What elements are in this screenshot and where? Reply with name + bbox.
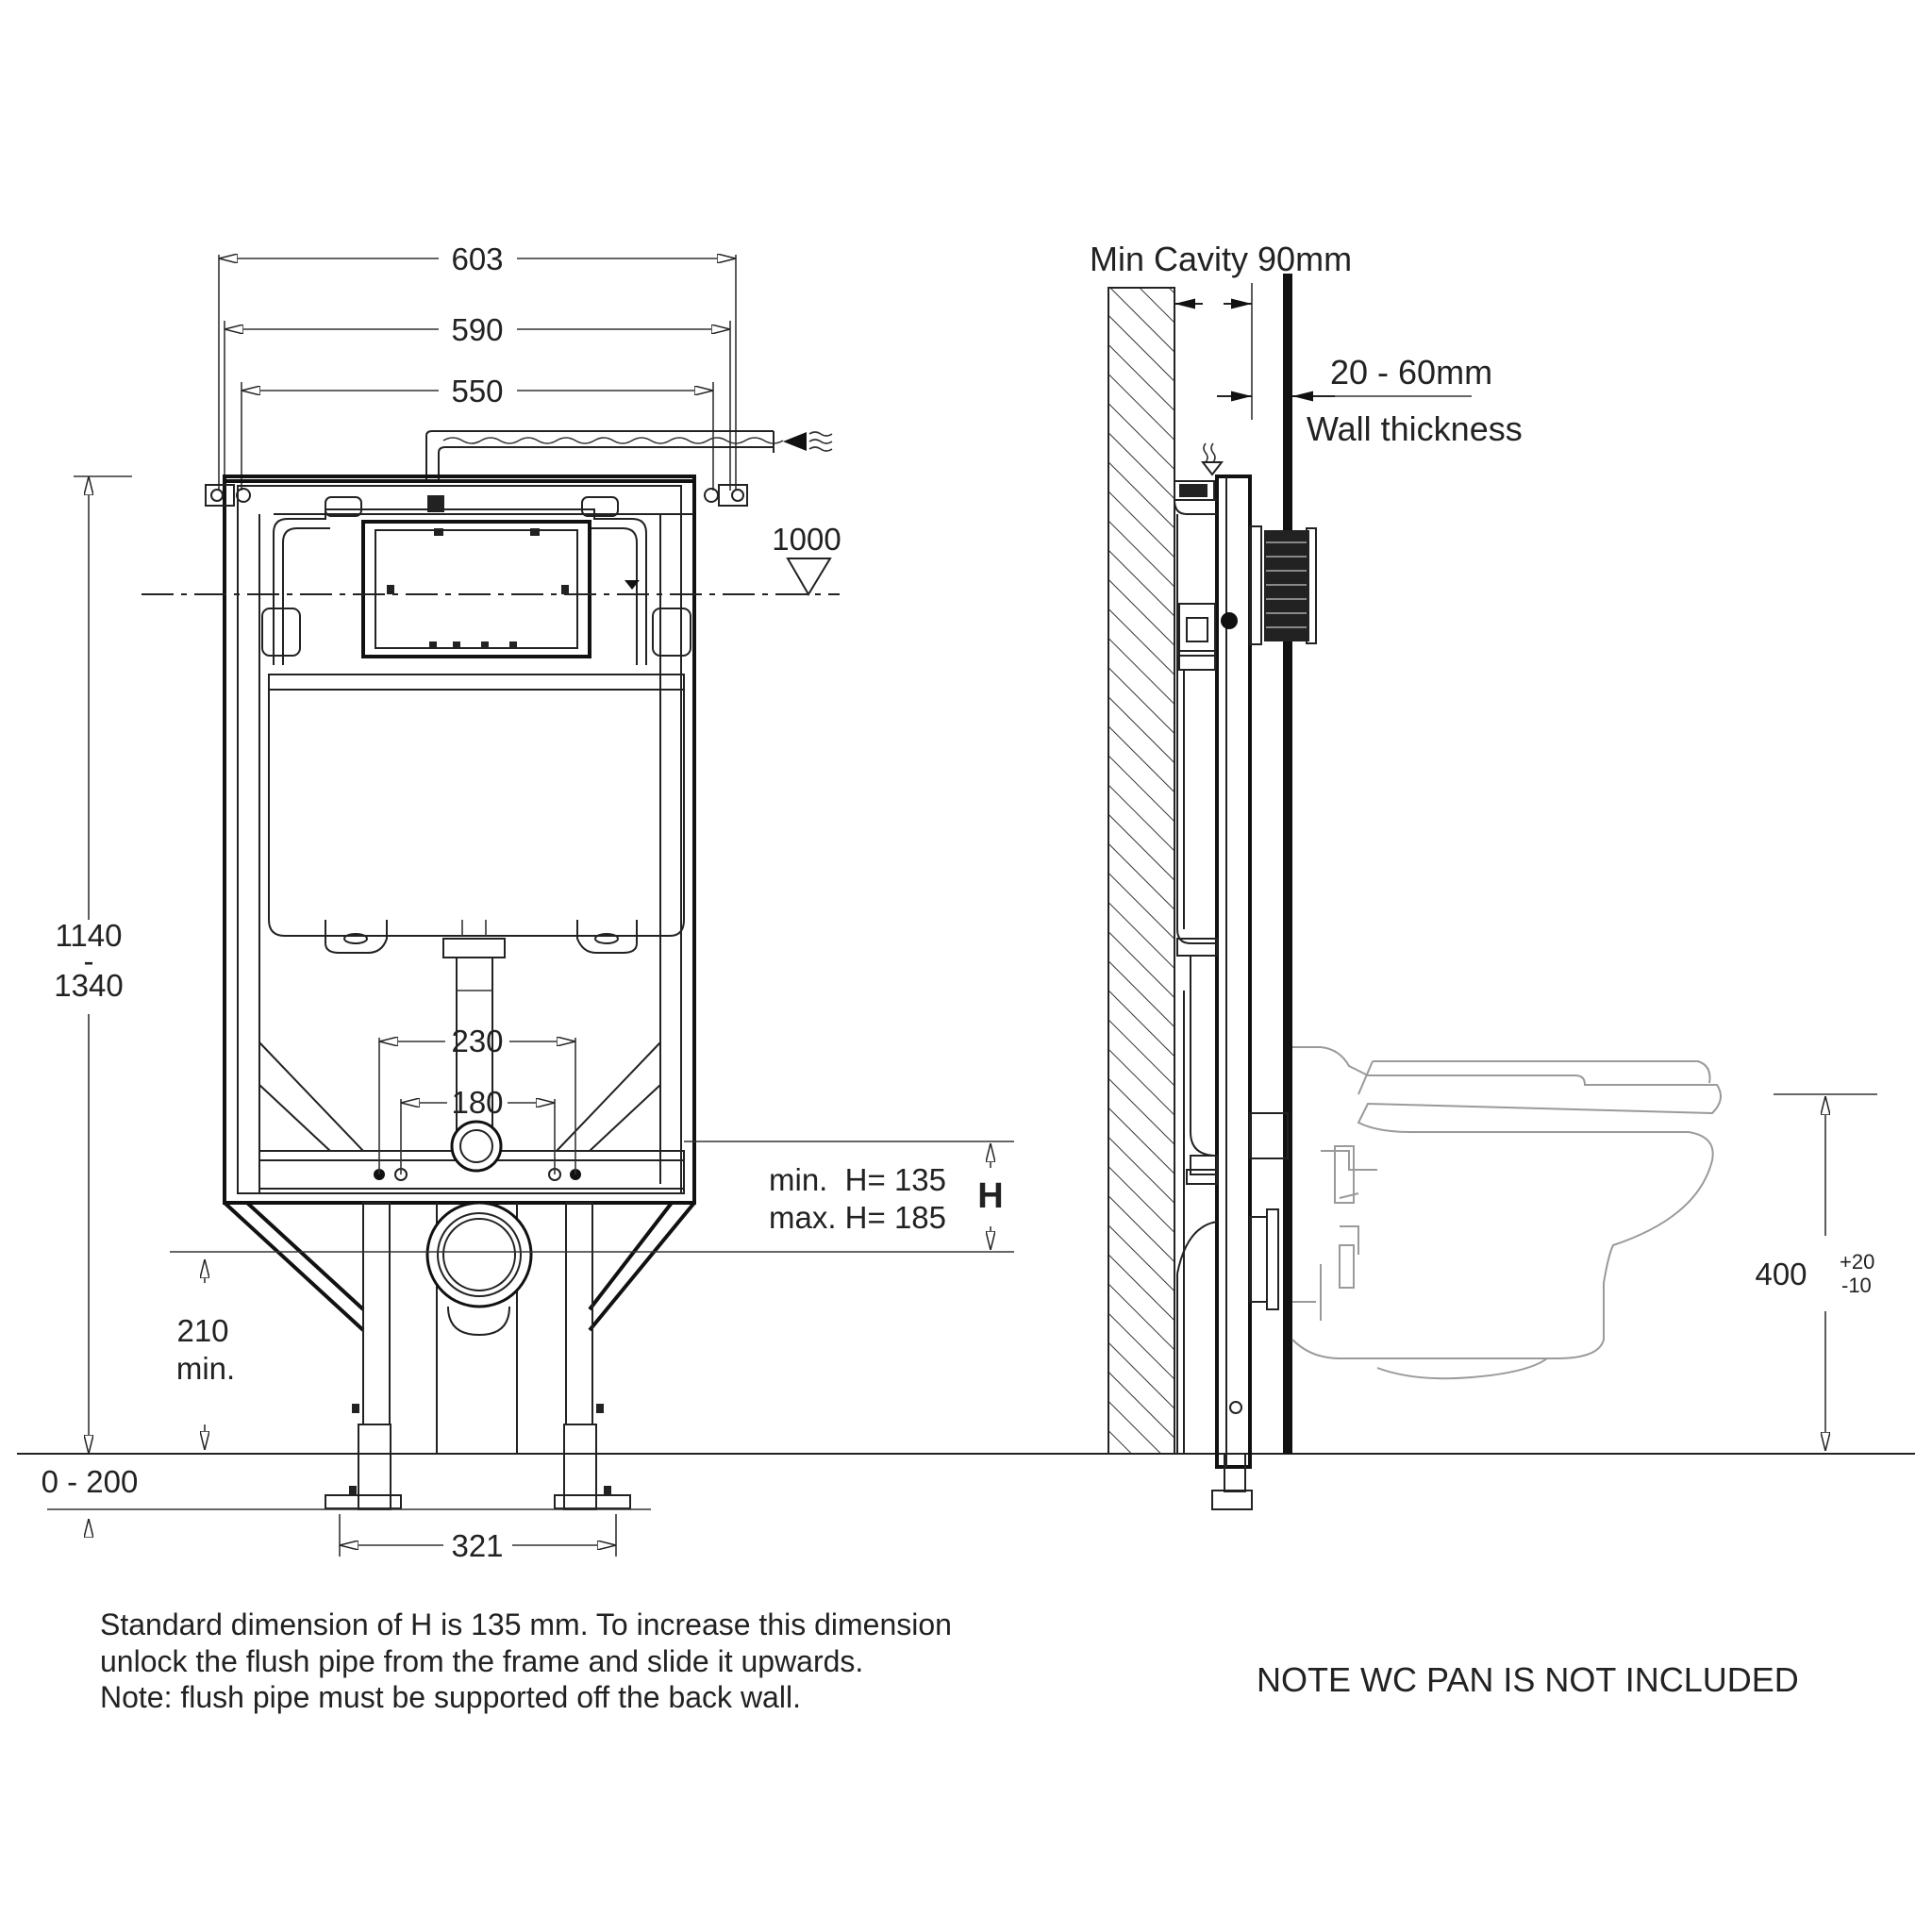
height-range-bottom: 1340 <box>54 968 123 1003</box>
wc-pan <box>1291 1046 1722 1380</box>
dim-230-label: 230 <box>451 1024 503 1058</box>
dimension-550: 550 <box>241 374 714 491</box>
height-range-sep: - <box>84 943 94 978</box>
dim-590-label: 590 <box>451 312 503 347</box>
front-frame <box>205 475 748 1510</box>
dimension-400: 400 +20 -10 <box>1755 1093 1877 1451</box>
note-line-2: unlock the flush pipe from the frame and… <box>100 1644 863 1678</box>
dim-550-label: 550 <box>451 374 503 408</box>
dimension-230: 230 <box>378 1024 576 1174</box>
note-line-1: Standard dimension of H is 135 mm. To in… <box>100 1607 952 1641</box>
dimension-180: 180 <box>400 1085 556 1174</box>
min-h-label: min. H= 135 <box>769 1162 946 1197</box>
pan-tolerance-minus: -10 <box>1841 1274 1872 1297</box>
min-210-value: 210 <box>176 1313 228 1348</box>
notes: Standard dimension of H is 135 mm. To in… <box>100 1607 1799 1714</box>
level-1000: 1000 <box>142 522 841 596</box>
dimension-590: 590 <box>224 312 731 491</box>
dimension-603: 603 <box>218 242 737 491</box>
floor-range-label: 0 - 200 <box>42 1464 139 1499</box>
water-supply-hose <box>425 430 833 481</box>
dim-180-label: 180 <box>451 1085 503 1120</box>
dimension-321: 321 <box>339 1514 617 1563</box>
pan-tolerance-plus: +20 <box>1840 1250 1874 1274</box>
dimension-wall-thickness: 20 - 60mm Wall thickness <box>1217 353 1523 448</box>
dimension-floor-range: 0 - 200 <box>42 1464 651 1538</box>
back-wall <box>1108 287 1175 1455</box>
min-210-label: min. <box>176 1351 235 1386</box>
dimension-210-min: 210 min. <box>176 1259 235 1450</box>
height-range-top: 1140 <box>56 918 123 953</box>
front-view: 603 590 550 <box>42 242 1014 1563</box>
cavity-label: Min Cavity 90mm <box>1090 240 1352 278</box>
pan-height-label: 400 <box>1755 1257 1807 1291</box>
wall-range-label: 20 - 60mm <box>1330 353 1492 391</box>
side-frame <box>1174 442 1317 1510</box>
note-line-3: Note: flush pipe must be supported off t… <box>100 1680 801 1714</box>
max-h-label: max. H= 185 <box>769 1200 946 1235</box>
pan-not-included-note: NOTE WC PAN IS NOT INCLUDED <box>1257 1660 1799 1699</box>
level-1000-label: 1000 <box>772 522 841 557</box>
wall-thickness-label: Wall thickness <box>1307 409 1523 448</box>
side-view: Min Cavity 90mm 20 - 60mm Wall thickness <box>1090 240 1877 1510</box>
h-symbol: H <box>977 1176 1003 1216</box>
dimension-cavity: Min Cavity 90mm <box>1090 240 1352 420</box>
dimension-h: H min. H= 135 max. H= 185 <box>170 1141 1014 1253</box>
dim-321-label: 321 <box>451 1528 503 1563</box>
dimension-height-range: 1140 - 1340 <box>54 475 132 1454</box>
dim-603-label: 603 <box>451 242 503 276</box>
